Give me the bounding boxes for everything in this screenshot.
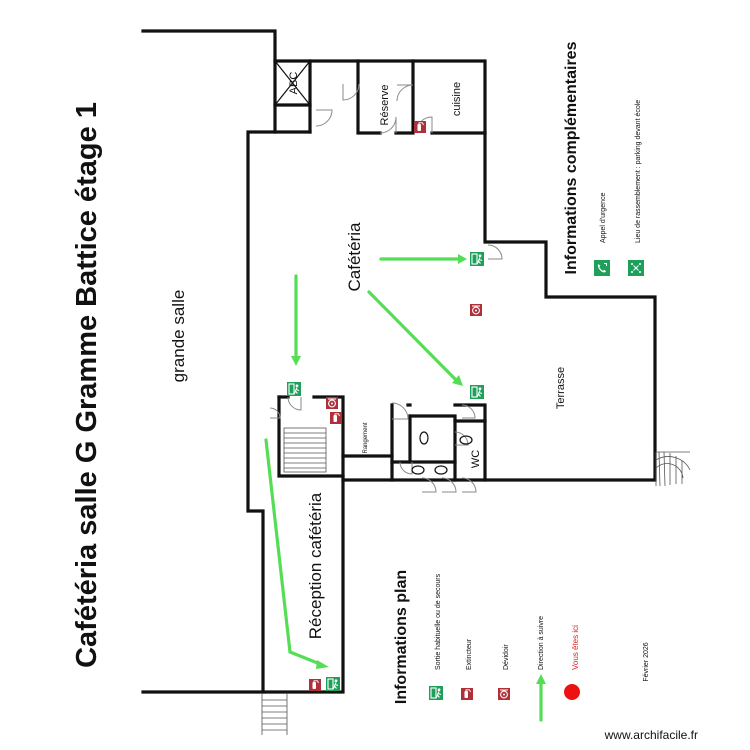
emergency-exit-icon [286, 381, 302, 397]
abc-box [274, 60, 311, 106]
abc-box-cross [274, 60, 311, 106]
plan-title: Cafétéria salle G Gramme Battice étage 1 [71, 102, 103, 668]
toilet-icon [411, 431, 473, 475]
legend-item-exit: Sortie habituelle ou de secours [435, 573, 442, 670]
legend-item-assembly: Lieu de rassemblement : parking devant é… [635, 100, 642, 243]
emergency-exit-icon [428, 685, 444, 701]
legend-item-call: Appel d'urgence [600, 193, 607, 243]
legend-info: Informations complémentaires Appel d'urg… [563, 41, 645, 277]
fire-extinguisher-icon [308, 678, 322, 692]
direction-arrows [264, 254, 467, 669]
fire-extinguisher-icon [329, 411, 343, 425]
assembly-point-icon [627, 259, 645, 277]
room-label-wc: WC [470, 450, 482, 468]
door-swings [269, 83, 503, 493]
room-label-cafeteria: Cafétéria [345, 222, 364, 292]
room-label-terrasse: Terrasse [555, 367, 567, 409]
room-label-reception: Réception cafétéria [306, 492, 325, 639]
fire-extinguisher-icon [413, 120, 427, 134]
legend-plan-heading: Informations plan [393, 570, 410, 704]
stairs-entrance [261, 693, 288, 735]
stairs-terrace [655, 451, 691, 487]
arrow-up-icon-head [536, 674, 546, 684]
room-label-rangement: Rangement [363, 422, 369, 453]
building-walls [141, 29, 657, 694]
emergency-exit-icon [469, 384, 485, 400]
watermark: www.archifacile.fr [604, 728, 698, 742]
room-label-abc: ABC [288, 72, 300, 95]
stairs-reception [283, 427, 327, 473]
legend-info-heading: Informations complémentaires [563, 41, 580, 274]
legend-item-extinguisher: Extincteur [466, 638, 473, 670]
fire-hose-icon [497, 687, 511, 701]
emergency-exit-icon [325, 676, 341, 692]
fire-hose-icon [469, 303, 483, 317]
fire-extinguisher-icon [460, 687, 474, 701]
room-label-grande-salle: grande salle [169, 290, 188, 383]
legend-item-hose: Dévidoir [503, 644, 510, 670]
room-label-cuisine: cuisine [451, 82, 463, 116]
legend-plan: Informations plan Sortie habituelle ou d… [393, 570, 580, 722]
room-label-reserve: Réserve [379, 85, 391, 126]
emergency-call-icon [593, 259, 611, 277]
plan-date: Février 2026 [643, 642, 650, 681]
you-are-here-icon [564, 684, 580, 700]
fire-hose-icon [325, 396, 339, 410]
emergency-exit-icon [469, 251, 485, 267]
legend-item-direction: Direction à suivre [538, 616, 545, 670]
legend-item-here: Vous êtes ici [571, 625, 580, 670]
